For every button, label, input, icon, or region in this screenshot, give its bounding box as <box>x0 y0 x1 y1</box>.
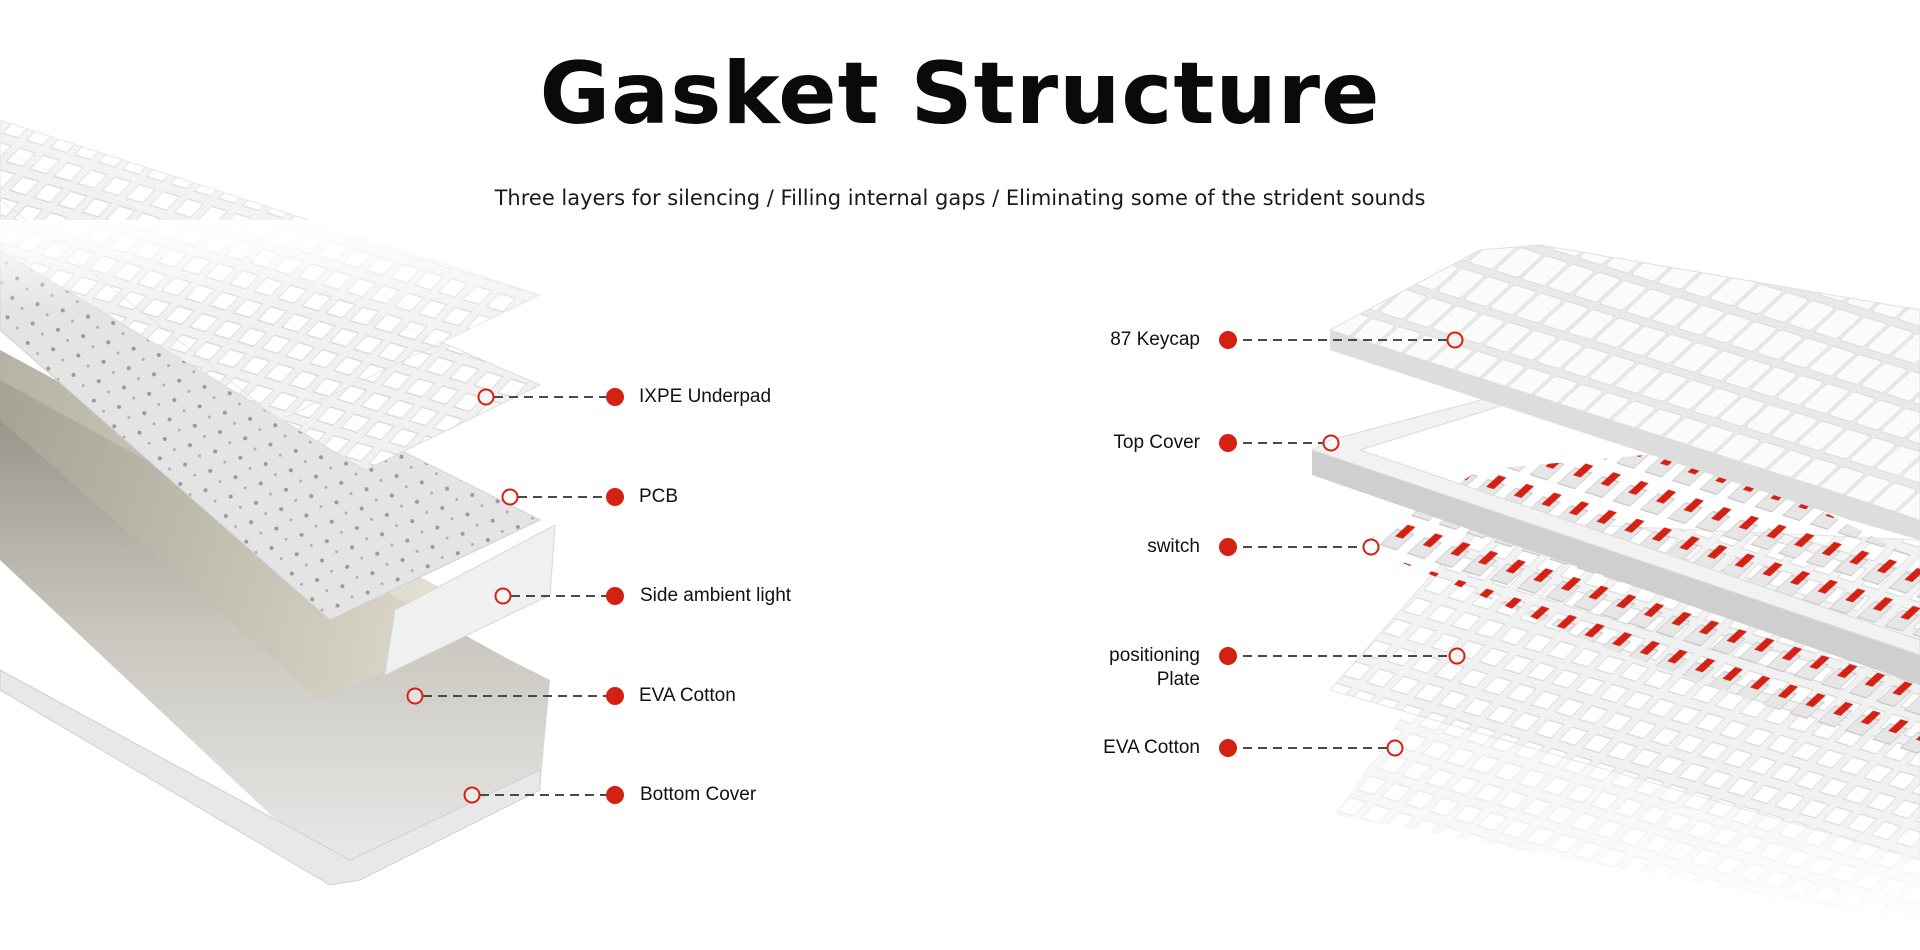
anchor-ring-icon <box>477 388 495 406</box>
pcb-shape <box>0 249 542 621</box>
left-callout-markers <box>406 388 624 804</box>
marker-dot-icon[interactable] <box>606 587 624 605</box>
callout-label-keycap: 87 Keycap <box>1110 329 1200 350</box>
anchor-ring-icon <box>406 687 424 705</box>
marker-dot-icon[interactable] <box>1219 434 1237 452</box>
callout-label-eva-cotton-left: EVA Cotton <box>639 685 736 706</box>
top-cover-shape <box>1312 450 1920 685</box>
marker-dot-icon[interactable] <box>606 687 624 705</box>
anchor-ring-icon <box>1446 331 1464 349</box>
callout-label-eva-cotton-right: EVA Cotton <box>1103 737 1200 758</box>
marker-dot-icon[interactable] <box>1219 739 1237 757</box>
callout-label-bottom-cover: Bottom Cover <box>640 784 757 805</box>
callout-label-pcb: PCB <box>639 486 679 507</box>
anchor-ring-icon <box>1322 434 1340 452</box>
callout-label-positioning-plate-line1: positioning <box>1109 645 1200 666</box>
anchor-ring-icon <box>1386 739 1404 757</box>
anchor-ring-icon <box>1362 538 1380 556</box>
left-keyboard-exploded-view <box>0 119 600 886</box>
side-light-shape <box>384 524 556 676</box>
right-keyboard-exploded-view <box>1300 244 1920 950</box>
anchor-ring-icon <box>501 488 519 506</box>
callout-label-ixpe-underpad: IXPE Underpad <box>639 386 772 407</box>
anchor-ring-icon <box>1448 647 1466 665</box>
callout-label-top-cover: Top Cover <box>1113 432 1200 453</box>
anchor-ring-icon <box>463 786 481 804</box>
marker-dot-icon[interactable] <box>606 786 624 804</box>
callout-label-positioning-plate-line2: Plate <box>1156 669 1200 690</box>
right-callout-markers <box>1219 331 1466 757</box>
marker-dot-icon[interactable] <box>1219 538 1237 556</box>
callout-label-positioning-plate: positioning Plate <box>1109 644 1200 692</box>
right-callout-lines <box>1228 339 1449 749</box>
callout-label-switch: switch <box>1147 536 1200 557</box>
callout-label-side-ambient-light: Side ambient light <box>640 585 792 606</box>
left-callout-lines <box>423 396 606 796</box>
marker-dot-icon[interactable] <box>1219 331 1237 349</box>
page-title: Gasket Structure <box>539 44 1381 144</box>
anchor-ring-icon <box>494 587 512 605</box>
marker-dot-icon[interactable] <box>1219 647 1237 665</box>
marker-dot-icon[interactable] <box>606 488 624 506</box>
marker-dot-icon[interactable] <box>606 388 624 406</box>
page-subtitle: Three layers for silencing / Filling int… <box>494 186 1426 210</box>
